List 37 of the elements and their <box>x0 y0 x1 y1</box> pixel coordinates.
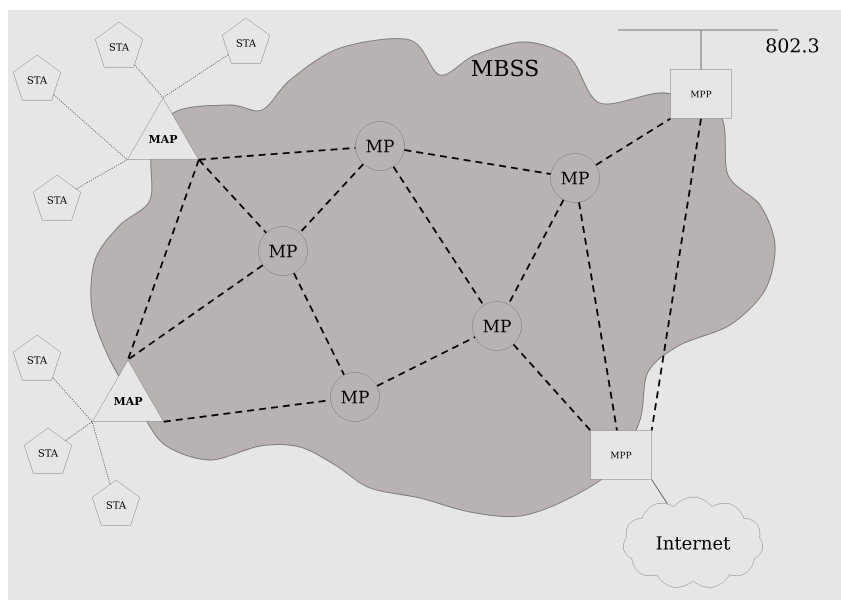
dotted-link <box>162 54 229 98</box>
dashed-link <box>508 199 564 305</box>
dashed-link <box>404 149 551 175</box>
circle-node: MP <box>330 372 380 422</box>
dashed-link <box>392 166 484 306</box>
link-line <box>700 30 702 70</box>
circle-node: MP <box>258 226 308 276</box>
pentagon-node: STA <box>95 22 143 68</box>
link-line <box>651 479 668 504</box>
dotted-link <box>52 377 93 422</box>
pentagon-node: STA <box>24 428 72 474</box>
dotted-link <box>53 94 128 160</box>
dashed-link <box>650 118 702 430</box>
dashed-link <box>376 336 476 387</box>
pentagon-node: STA <box>222 18 270 64</box>
pentagon-node: STA <box>92 480 140 526</box>
dotted-link <box>65 421 93 441</box>
dashed-link <box>596 118 671 166</box>
dashed-link <box>198 159 267 234</box>
dotted-link <box>92 421 110 484</box>
dashed-link <box>127 264 264 360</box>
dashed-link <box>299 164 364 234</box>
dashed-link <box>198 146 356 161</box>
dashed-link <box>512 344 591 431</box>
box-node: MPP <box>670 69 732 119</box>
pentagon-node: STA <box>33 174 81 220</box>
circle-node: MP <box>550 153 600 203</box>
circle-node: MP <box>472 301 522 351</box>
circle-node: MP <box>355 121 405 171</box>
dashed-link <box>127 159 200 360</box>
cloud-node: Internet <box>623 496 763 588</box>
dashed-link <box>578 202 618 430</box>
pentagon-node: STA <box>13 54 61 100</box>
dotted-link <box>134 64 164 98</box>
dashed-link <box>293 272 345 376</box>
pentagon-node: STA <box>13 334 61 380</box>
dotted-link <box>76 159 128 190</box>
